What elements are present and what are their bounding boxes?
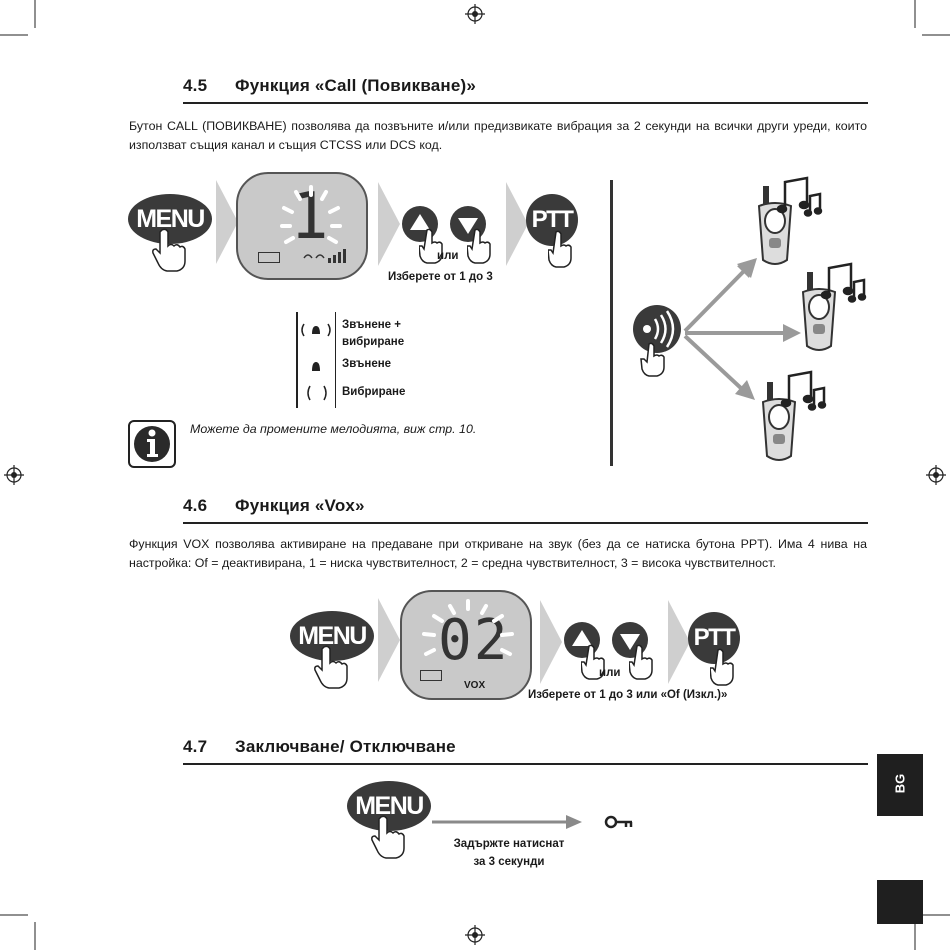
select-range-label: Изберете от 1 до 3 или «Of (Изкл.)» [528,689,728,701]
section-4-6-rule [183,522,868,524]
radio-icon [761,382,797,461]
or-label: или [437,250,459,262]
info-note: Можете да промените мелодията, виж стр. … [190,422,477,436]
battery-icon [420,670,442,681]
hold-arrow [432,815,582,829]
call-broadcast-illustration [633,176,867,461]
ptt-button[interactable]: PTT [526,194,578,246]
legend-divider-left [296,312,298,408]
language-tab-label: BG [892,773,908,794]
vibrate-icon [307,385,327,401]
select-range-label: Изберете от 1 до 3 [388,271,493,283]
step-arrow [540,600,562,684]
lcd-vox-label: VOX [464,680,486,691]
lcd-blink-rays [422,599,514,656]
legend-label: Звънене + вибриране [342,319,405,348]
triangle-up-icon [572,630,592,646]
triangle-up-icon [410,214,430,230]
hand-pointer-icon [152,228,186,272]
triangle-down-icon [620,634,640,650]
key-icon [604,815,633,829]
menu-button[interactable]: MENU [347,781,431,831]
radio-icon [801,272,837,351]
lcd-display: 1 [236,172,368,280]
or-label: или [599,667,621,679]
step-arrow [668,600,690,684]
section-divider [610,180,613,466]
ring-icon [312,362,320,371]
hand-pointer-icon [467,228,491,264]
section-4-5-body: Бутон CALL (ПОВИКВАНЕ) позволява да позв… [129,119,867,152]
lcd-display: 02 VOX [400,590,532,700]
legend-label: Вибриране [342,386,406,398]
ring-vibrate-icon [301,323,331,337]
hand-pointer-icon [371,815,405,859]
page-corner-block [877,880,923,924]
step-arrow [378,182,400,266]
triangle-down-icon [458,218,478,234]
hand-pointer-icon [548,230,572,268]
section-4-5-rule [183,102,868,104]
section-4-6-body: Функция VOX позволява активиране на пред… [129,537,867,570]
lcd-blink-rays [280,185,342,244]
hand-pointer-icon [710,648,734,686]
hand-pointer-icon [314,645,348,689]
legend-label: Звънене [342,358,392,370]
battery-icon [258,252,280,263]
down-button[interactable] [612,622,648,658]
section-4-7-rule [183,763,868,765]
step-arrow [216,180,238,264]
menu-button[interactable]: MENU [128,194,212,244]
ptt-button[interactable]: PTT [688,612,740,664]
radio-icon [757,186,793,265]
step-arrow [378,598,400,682]
hold-instruction: Задържте натиснат за 3 секунди [453,838,565,868]
step-arrow [506,182,528,266]
signal-bars-icon [303,249,346,263]
music-notes-icon [776,176,867,411]
hand-pointer-icon [419,228,443,264]
legend-divider [335,312,336,408]
hand-pointer-icon [581,644,605,680]
hand-pointer-icon [629,644,653,680]
menu-button[interactable]: MENU [290,611,374,661]
info-icon [128,420,176,468]
language-tab: BG [877,754,923,816]
